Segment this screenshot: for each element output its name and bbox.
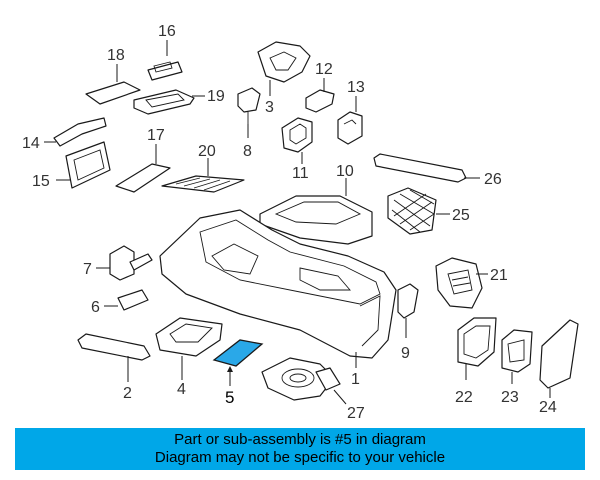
callout-10: 10 [336,163,354,180]
part-19 [133,89,205,115]
callout-6: 6 [91,299,100,316]
banner-line-2: Diagram may not be specific to your vehi… [154,449,446,466]
callout-22: 22 [455,389,473,406]
callout-12: 12 [315,61,333,78]
part-10 [259,178,373,245]
part-9 [397,283,419,338]
part-14 [44,117,107,147]
callout-9: 9 [401,345,410,362]
part-15 [56,141,111,189]
callout-4: 4 [177,381,186,398]
part-12 [305,78,335,113]
callout-11: 11 [292,165,309,182]
part-11 [281,117,313,164]
part-21 [435,257,488,309]
callout-16: 16 [158,23,176,40]
callout-15: 15 [32,173,50,190]
part-5-highlighted [212,339,264,386]
callout-27: 27 [347,405,365,420]
callout-18: 18 [107,47,125,64]
callout-19: 19 [207,88,225,105]
callout-7: 7 [83,261,92,278]
callout-21: 21 [490,267,508,284]
parts-diagram: 1 2 3 4 5 6 7 8 9 10 11 12 13 14 15 16 1… [22,23,579,420]
part-26 [373,153,480,183]
callout-5: 5 [225,388,234,407]
banner-line-1: Part or sub-assembly is #5 in diagram [174,431,426,448]
part-6 [104,289,149,311]
part-1 [159,209,397,368]
callout-2: 2 [123,385,132,402]
part-8 [237,87,261,138]
callout-8: 8 [243,143,252,160]
callout-26: 26 [484,171,502,188]
part-22 [457,317,497,380]
part-24 [539,319,579,398]
callout-13: 13 [347,79,365,96]
part-7 [96,245,153,281]
info-banner: Part or sub-assembly is #5 in diagram Di… [15,428,585,470]
callout-20: 20 [198,143,216,160]
callout-3: 3 [265,99,274,116]
callout-23: 23 [501,389,519,406]
part-25 [387,187,450,235]
part-3 [257,41,311,96]
part-4 [155,317,223,380]
callout-14: 14 [22,135,40,152]
part-13 [337,96,363,145]
callout-17: 17 [147,127,165,144]
part-2 [77,333,151,382]
callout-24: 24 [539,399,557,416]
part-16 [147,40,183,81]
callout-1: 1 [351,371,360,388]
part-17 [115,144,171,193]
part-18 [85,64,141,105]
part-27 [261,357,347,405]
callout-25: 25 [452,207,470,224]
part-23 [501,329,533,384]
part-20 [161,158,245,193]
